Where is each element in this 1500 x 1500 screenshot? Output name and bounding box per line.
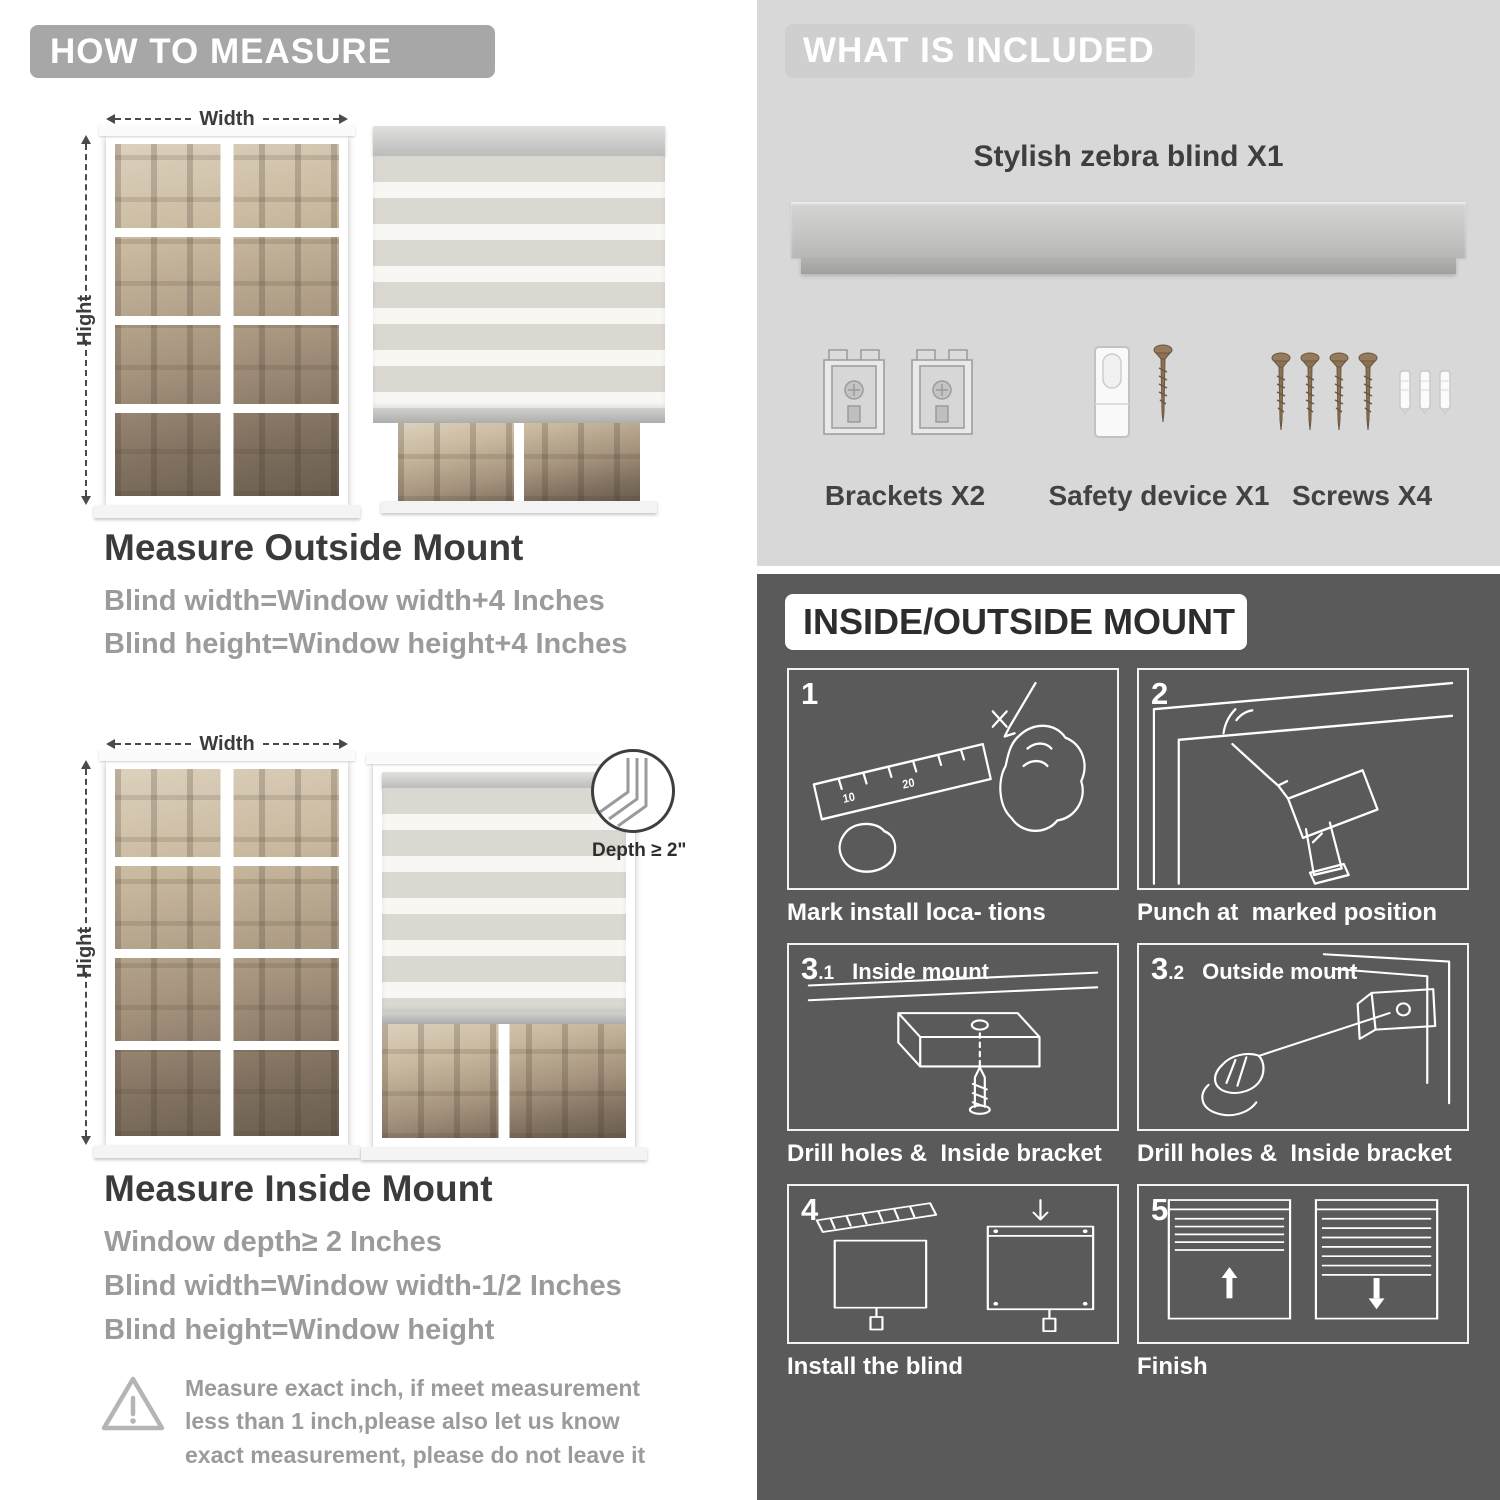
arrow-right-icon <box>339 739 349 749</box>
height-label: Hight <box>74 926 97 979</box>
how-to-measure-header: HOW TO MEASURE <box>30 25 495 78</box>
what-is-included-header: WHAT IS INCLUDED <box>785 24 1195 78</box>
anchor-icon <box>1419 370 1431 415</box>
step-3-2: 3.2 Outside mount <box>1137 943 1469 1168</box>
screw-icon <box>1153 344 1173 423</box>
blind-stripes <box>382 788 626 1012</box>
step-1-caption: Mark install loca- tions <box>787 899 1046 926</box>
step-2: 2 Punc <box>1137 668 1469 927</box>
arrow-up-icon <box>81 135 91 144</box>
svg-text:20: 20 <box>902 777 916 792</box>
outside-bracket-screwdriver-icon <box>1201 953 1451 1117</box>
step-5-caption: Finish <box>1137 1353 1208 1380</box>
step-3-1: 3.1 Inside mount Drill <box>787 943 1119 1168</box>
install-blind-icon <box>815 1199 1095 1332</box>
inside-mount-line2: Blind width=Window width-1/2 Inches <box>104 1270 622 1302</box>
zebra-blind-illustration-outside <box>373 126 665 513</box>
screw-icon <box>1358 352 1378 431</box>
height-measure-inside: Hight <box>75 760 97 1145</box>
blind-bottombar <box>373 408 665 423</box>
brackets-label: Brackets X2 <box>824 480 986 511</box>
step-1: 1 10 <box>787 668 1119 927</box>
width-label: Width <box>199 732 255 755</box>
blind-headrail <box>382 772 626 788</box>
arrow-down-icon <box>81 1136 91 1145</box>
what-is-included-panel: WHAT IS INCLUDED Stylish zebra blind X1 <box>757 0 1500 566</box>
safety-device-label: Safety device X1 <box>1048 480 1270 511</box>
screw-icon <box>1329 352 1349 431</box>
measure-note: Measure exact inch, if meet measurement … <box>185 1375 646 1468</box>
depth-label: Depth ≥ 2" <box>592 840 687 861</box>
headrail-illustration <box>791 202 1466 258</box>
width-measure-inside: Width <box>106 732 349 755</box>
blind-stripes <box>373 156 665 408</box>
step-1-panel: 1 10 <box>787 668 1119 890</box>
anchor-icon <box>1399 370 1411 415</box>
wall-anchors-illustration <box>1397 368 1453 416</box>
mount-steps-grid: 1 10 <box>787 668 1469 1381</box>
safety-device-icon <box>1094 346 1130 438</box>
step-3-1-caption: Drill holes & Inside bracket <box>787 1140 1102 1167</box>
step-4-panel: 4 <box>787 1184 1119 1344</box>
safety-device-illustration <box>1089 344 1175 441</box>
width-label: Width <box>199 107 255 130</box>
inside-bracket-screw-icon <box>807 971 1099 1115</box>
arrow-right-icon <box>339 114 349 124</box>
outside-mount-line1: Blind width=Window width+4 Inches <box>104 585 605 617</box>
bracket-icon <box>823 349 885 435</box>
finish-blinds-icon <box>1167 1199 1439 1320</box>
step-2-panel: 2 <box>1137 668 1469 890</box>
step-4-caption: Install the blind <box>787 1353 964 1380</box>
anchor-icon <box>1439 370 1451 415</box>
warning-triangle-icon <box>100 1374 166 1439</box>
arrow-up-icon <box>81 760 91 769</box>
zebra-blind-label: Stylish zebra blind X1 <box>973 140 1284 173</box>
step-5: 5 <box>1137 1184 1469 1381</box>
depth-detail-circle <box>591 749 675 833</box>
drill-icon <box>1152 681 1454 885</box>
arrow-left-icon <box>106 739 115 749</box>
inside-mount-line3: Blind height=Window height <box>104 1314 495 1346</box>
inside-mount-title: Measure Inside Mount <box>104 1168 493 1209</box>
height-label: Hight <box>74 294 97 346</box>
bracket-icon <box>911 349 973 435</box>
screws-label: Screws X4 <box>1291 480 1433 511</box>
blind-bottombar <box>382 1012 626 1024</box>
step-2-caption: Punch at marked position <box>1137 899 1438 926</box>
svg-text:10: 10 <box>842 791 856 806</box>
inside-outside-mount-header: INSIDE/OUTSIDE MOUNT <box>785 594 1247 650</box>
screws-illustration <box>1269 352 1453 436</box>
arrow-left-icon <box>106 114 115 124</box>
screw-icon <box>1300 352 1320 431</box>
mark-locations-icon: 10 20 <box>812 681 1086 873</box>
width-measure-outside: Width <box>106 107 349 130</box>
mount-instructions-panel: INSIDE/OUTSIDE MOUNT 1 <box>757 574 1500 1500</box>
window-illustration-inside <box>94 750 360 1158</box>
step-4: 4 <box>787 1184 1119 1381</box>
step-3-1-panel: 3.1 Inside mount <box>787 943 1119 1131</box>
outside-mount-title: Measure Outside Mount <box>104 527 524 568</box>
arrow-down-icon <box>81 496 91 505</box>
zebra-blind-illustration-inside <box>361 753 647 1160</box>
window-illustration-outside <box>94 125 360 518</box>
blind-headrail <box>373 126 665 156</box>
screw-icon <box>1271 352 1291 431</box>
outside-mount-line2: Blind height=Window height+4 Inches <box>104 628 628 660</box>
headrail-lip <box>801 258 1456 274</box>
inside-mount-line1: Window depth≥ 2 Inches <box>104 1226 442 1258</box>
brackets-illustration <box>819 346 977 441</box>
window-corner-icon <box>599 758 648 828</box>
step-5-panel: 5 <box>1137 1184 1469 1344</box>
step-3-2-panel: 3.2 Outside mount <box>1137 943 1469 1131</box>
height-measure-outside: Hight <box>75 135 97 505</box>
step-3-2-caption: Drill holes & Inside bracket <box>1137 1140 1452 1167</box>
